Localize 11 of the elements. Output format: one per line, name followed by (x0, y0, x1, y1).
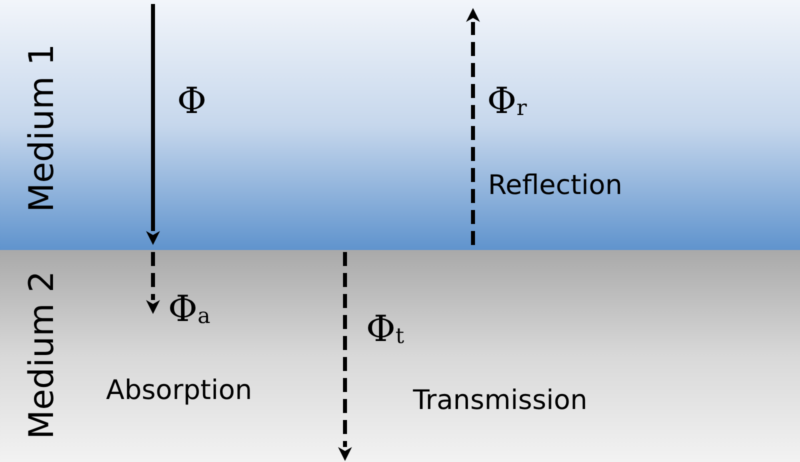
medium-label: Medium 2 (22, 270, 62, 440)
flux-symbol: Φ$_{r}$ (487, 84, 527, 120)
medium-band (0, 0, 800, 250)
process-label: Absorption (106, 377, 252, 404)
process-label: Reflection (488, 172, 622, 199)
process-label: Transmission (413, 387, 588, 414)
flux-symbol: Φ$_{a}$ (168, 292, 210, 328)
flux-symbol: Φ (177, 84, 207, 120)
medium-band (0, 250, 800, 462)
medium-label: Medium 1 (22, 44, 62, 212)
flux-symbol: Φ$_{t}$ (366, 312, 404, 348)
